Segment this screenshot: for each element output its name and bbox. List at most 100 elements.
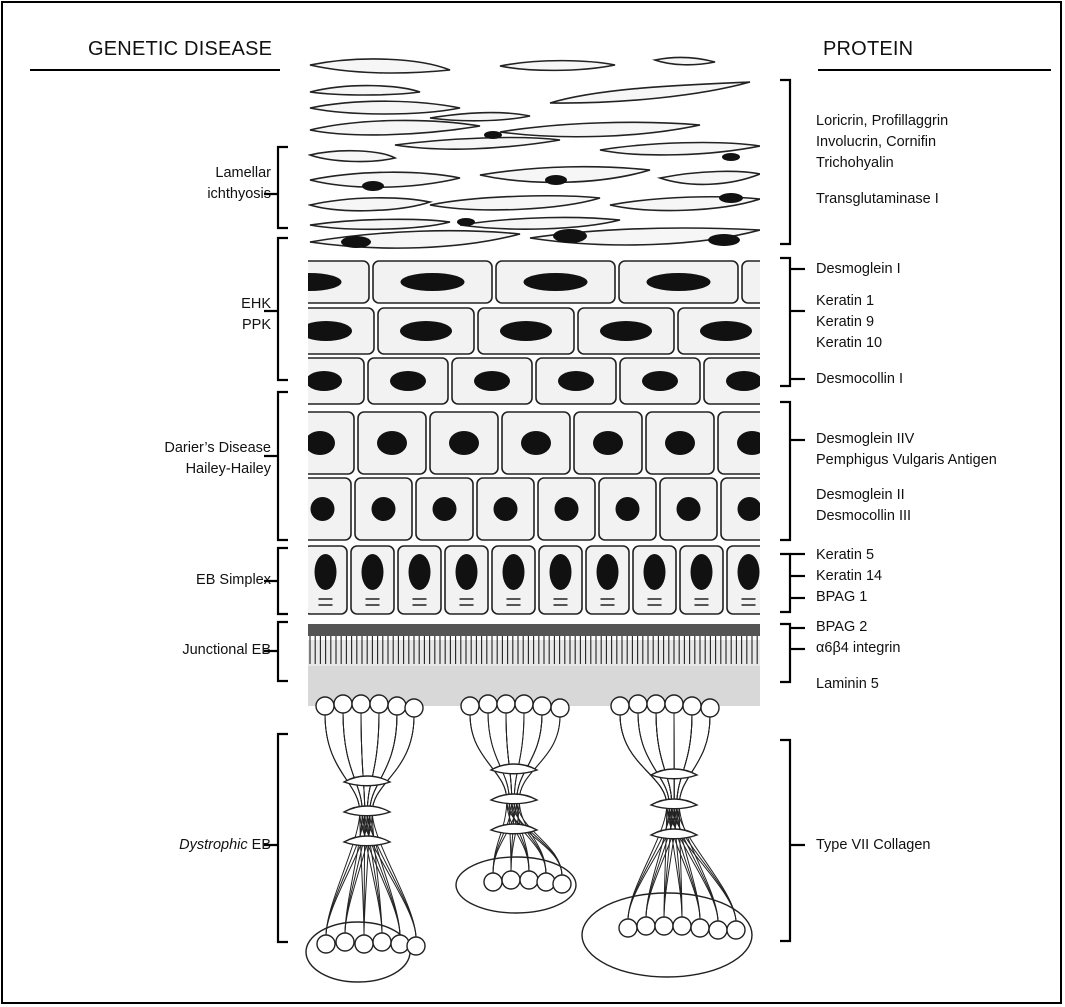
cell-nucleus (449, 431, 479, 455)
globular-domain (391, 935, 409, 953)
globular-domain (637, 917, 655, 935)
cell-nucleus (306, 371, 342, 391)
cell-nucleus (372, 497, 396, 521)
fibril-band (344, 836, 390, 846)
globular-domain (709, 921, 727, 939)
globular-domain (655, 917, 673, 935)
cell-nucleus (726, 371, 762, 391)
cell-nucleus (494, 497, 518, 521)
globular-domain (611, 697, 629, 715)
globular-domain (334, 695, 352, 713)
cell-nucleus (278, 273, 342, 291)
left-bracket (264, 734, 288, 942)
globular-domain (388, 697, 406, 715)
cell-nucleus (616, 497, 640, 521)
cell-nucleus (555, 497, 579, 521)
cell-nucleus (665, 431, 695, 455)
left-bracket (264, 147, 288, 228)
fibril-band (651, 799, 697, 809)
globular-domain (352, 695, 370, 713)
globular-domain (407, 937, 425, 955)
cell-nucleus (593, 431, 623, 455)
globular-domain (553, 875, 571, 893)
cell-nucleus (644, 554, 666, 590)
globular-domain (647, 695, 665, 713)
cell-nucleus (377, 431, 407, 455)
globular-domain (673, 917, 691, 935)
cell-nucleus (433, 497, 457, 521)
cell-nucleus (305, 431, 335, 455)
cell-nucleus (409, 554, 431, 590)
basement-membrane-band (308, 624, 760, 636)
cell-nucleus (597, 554, 619, 590)
cell-nucleus (647, 273, 711, 291)
globular-domain (691, 919, 709, 937)
globular-domain (533, 697, 551, 715)
cell-nucleus (400, 321, 452, 341)
cell-nucleus (737, 431, 767, 455)
cell-nucleus (770, 273, 834, 291)
globular-domain (317, 935, 335, 953)
epidermal-cell (742, 261, 861, 303)
cell-nucleus (524, 273, 588, 291)
globular-domain (537, 873, 555, 891)
fibril-band (651, 769, 697, 779)
cell-nucleus (474, 371, 510, 391)
globular-domain (479, 695, 497, 713)
left-brackets (264, 147, 288, 942)
right-bracket (780, 258, 790, 386)
cell-nucleus (311, 497, 335, 521)
cell-nucleus (691, 554, 713, 590)
right-bracket (780, 624, 790, 682)
globular-domain (461, 697, 479, 715)
globular-domain (373, 933, 391, 951)
right-bracket (780, 740, 805, 941)
left-bracket (264, 238, 288, 380)
collagen-fibril (488, 712, 511, 872)
cell-nucleus (315, 554, 337, 590)
globular-domain (497, 695, 515, 713)
fibril-band (491, 794, 537, 804)
fibril-band (344, 776, 390, 786)
globular-domain (502, 871, 520, 889)
globular-domain (370, 695, 388, 713)
collagen-fibril (620, 714, 700, 920)
collagen-fibril (646, 716, 710, 918)
left-bracket (264, 392, 288, 540)
anchoring-fibrils (306, 695, 752, 982)
hemidesmosome-comb (308, 624, 760, 706)
collagen-fibril (677, 714, 736, 922)
collagen-fibril (679, 716, 718, 922)
globular-domain (355, 935, 373, 953)
collagen-fibril (514, 712, 546, 874)
cell-nucleus (390, 371, 426, 391)
left-bracket (264, 548, 288, 614)
globular-domain (619, 919, 637, 937)
globular-domain (316, 697, 334, 715)
cell-nucleus (521, 431, 551, 455)
cell-nucleus (362, 554, 384, 590)
globular-domain (551, 699, 569, 717)
collagen-fibril (628, 714, 692, 920)
cell-nucleus (677, 497, 701, 521)
cell-nucleus (738, 554, 760, 590)
globular-domain (665, 695, 683, 713)
cell-nucleus (700, 321, 752, 341)
cell-nucleus (300, 321, 352, 341)
right-brackets (780, 80, 805, 941)
fibril-band (651, 829, 697, 839)
cell-nucleus (500, 321, 552, 341)
cell-nucleus (456, 554, 478, 590)
left-bracket (264, 622, 288, 681)
globular-domain (515, 695, 533, 713)
globular-domain (484, 873, 502, 891)
collagen-fibril (470, 714, 507, 874)
globular-domain (520, 871, 538, 889)
cell-nucleus (600, 321, 652, 341)
cell-rows (250, 261, 861, 614)
globular-domain (629, 695, 647, 713)
globular-domain (727, 921, 745, 939)
right-bracket (780, 554, 790, 612)
globular-domain (405, 699, 423, 717)
fibril-band (344, 806, 390, 816)
